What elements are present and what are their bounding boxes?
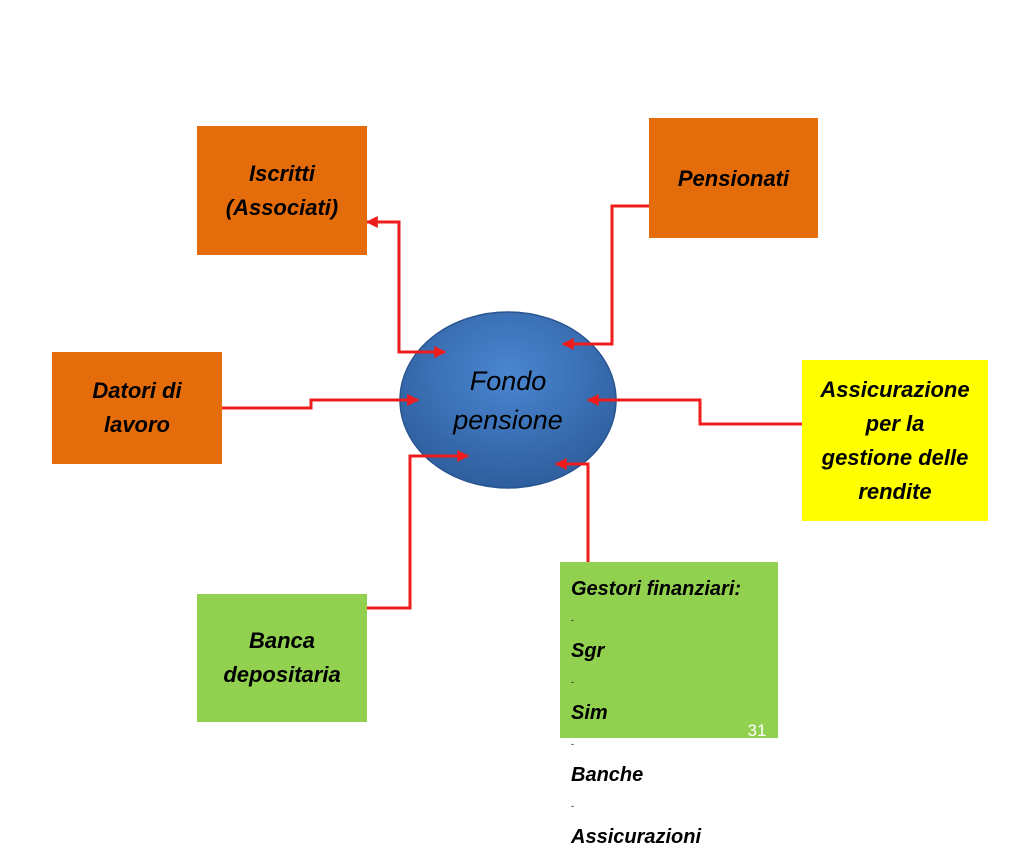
arrow-datori [198,394,420,414]
arrow-pensionati [561,200,664,350]
slide: Fondo pensione Iscritti (Associati) Pens… [52,118,988,848]
assicurazione-line4: rendite [858,478,932,504]
box-pensionati: Pensionati [649,118,818,238]
arrow-iscritti [365,216,447,358]
banca-line1: Banca [248,628,316,653]
arrow-banca [350,450,470,614]
iscritti-line1: Iscritti [248,160,315,186]
datori-line1: Datori di [92,378,182,403]
box-iscritti: Iscritti (Associati) [197,126,367,255]
center-line2: pensione [453,405,563,435]
datori-line2: lavoro [103,412,170,437]
center-line1: Fondo [469,366,547,396]
gestori-item-assicurazioni: Assicurazioni [571,826,702,848]
assicurazione-line2: per la [865,410,925,436]
fondo-pensione-label: Fondo pensione [400,362,616,440]
box-datori-di-lavoro: Datori di lavoro [52,352,222,464]
gestori-item-sim: Sim [571,702,608,724]
list-item: -Sim [571,667,778,729]
assicurazione-line3: gestione delle [821,444,969,470]
gestori-title: Gestori finanziari: [571,578,742,600]
assicurazione-line1: Assicurazione [820,376,970,402]
list-item: -Sgr [571,605,778,667]
gestori-item-banche: Banche [571,764,644,786]
slide-number: 31 [747,721,767,740]
arrow-assicurazione [586,394,820,430]
box-assicurazione: Assicurazione per la gestione delle rend… [802,360,988,521]
list-item: -Assicurazioni [571,791,778,853]
connector-layer [198,200,820,614]
box-gestori-finanziari: Gestori finanziari: -Sgr -Sim -Banche -A… [560,562,778,848]
banca-line2: depositaria [223,662,341,687]
pensionati-line1: Pensionati [677,166,790,191]
iscritti-line2: (Associati) [225,194,339,220]
gestori-item-sgr: Sgr [571,640,605,662]
box-banca-depositaria: Banca depositaria [197,594,367,722]
arrow-gestori [554,458,622,574]
